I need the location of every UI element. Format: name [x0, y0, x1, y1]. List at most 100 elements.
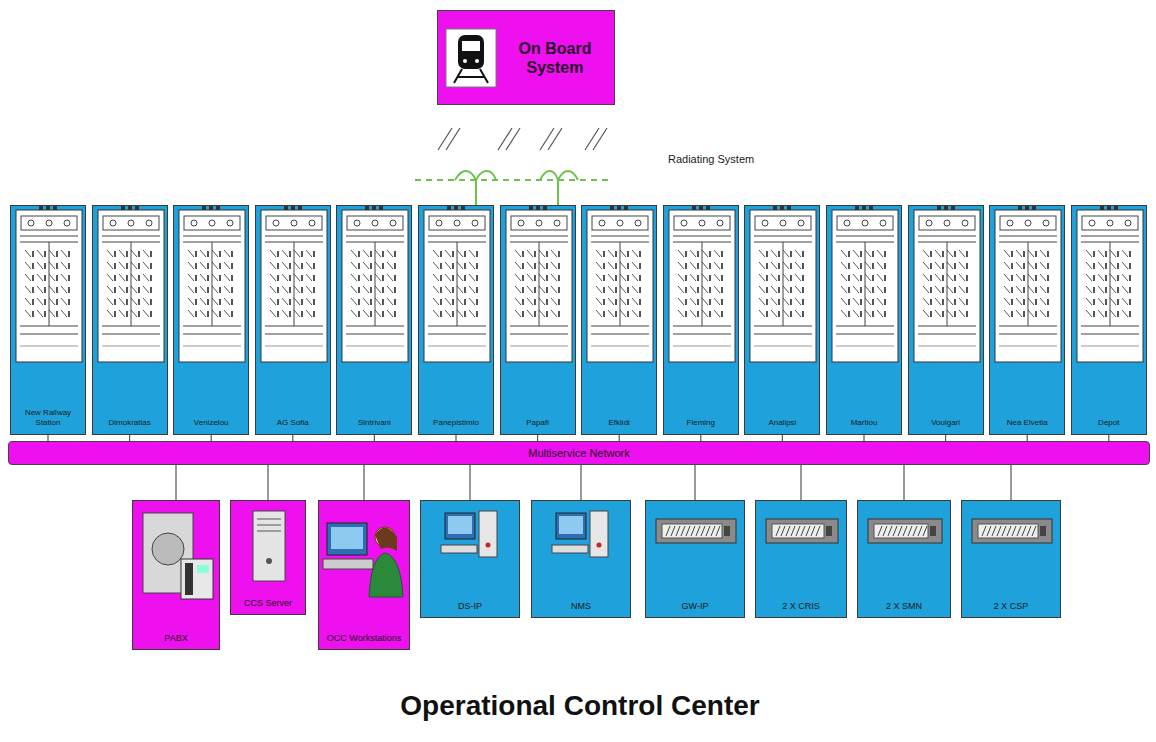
train-icon — [446, 29, 496, 87]
rack-drawing — [16, 206, 82, 362]
radio-waves — [438, 128, 607, 150]
icon — [664, 206, 740, 366]
icon — [11, 206, 87, 366]
diagram-title: Operational Control Center — [400, 690, 759, 722]
rack-drawing — [342, 206, 408, 362]
node-label: Panepistimio — [422, 416, 490, 430]
icon — [532, 501, 632, 581]
station-rack: Dimokratias — [92, 205, 168, 435]
node-label: 2 X CRIS — [782, 601, 820, 612]
node-label: Nea Elvetia — [993, 416, 1061, 430]
icon — [133, 501, 221, 611]
node-label: Papafi — [504, 416, 572, 430]
rack-drawing — [424, 206, 490, 362]
station-rack: Martiou — [826, 205, 902, 435]
station-rack: Sintrivani — [336, 205, 412, 435]
station-rack: New Railway Station — [10, 205, 86, 435]
rack-drawing — [98, 206, 164, 362]
station-rack: Nea Elvetia — [989, 205, 1065, 435]
network-link — [580, 465, 581, 500]
station-rack: Analipsi — [744, 205, 820, 435]
icon — [337, 206, 413, 366]
node-label: Depot — [1075, 416, 1143, 430]
network-link — [694, 465, 695, 500]
icon — [582, 206, 658, 366]
station-rack: Fleming — [663, 205, 739, 435]
icon — [93, 206, 169, 366]
leaky-cable — [415, 179, 612, 181]
icon — [231, 501, 307, 591]
equipment-icon — [766, 519, 838, 543]
node-label: Voulgari — [912, 416, 980, 430]
equipment-icon — [656, 519, 736, 543]
icon — [319, 501, 411, 611]
station-rack: Papafi — [500, 205, 576, 435]
rack-drawing — [832, 206, 898, 362]
operator-icon — [323, 523, 403, 597]
equipment-box: 2 X CSP — [961, 500, 1061, 618]
node-label: Multiservice Network — [528, 447, 629, 460]
node-label: Fleming — [667, 416, 735, 430]
node-label: Martiou — [830, 416, 898, 430]
network-link — [175, 465, 176, 500]
rack-drawing — [995, 206, 1061, 362]
computer-box: DS-IP — [420, 500, 520, 618]
station-rack: Efklidi — [581, 205, 657, 435]
pabx-icon — [143, 513, 213, 599]
icon — [174, 206, 250, 366]
network-link — [1010, 465, 1011, 500]
onboard-box: On Board System — [437, 10, 615, 105]
network-link — [903, 465, 904, 500]
network-link — [469, 465, 470, 500]
node-label: Dimokratias — [96, 416, 164, 430]
station-rack: Depot — [1071, 205, 1147, 435]
icon — [421, 501, 521, 581]
station-rack: Panepistimio — [418, 205, 494, 435]
rack-drawing — [261, 206, 327, 362]
rack-drawing — [587, 206, 653, 362]
computer-icon — [552, 511, 608, 557]
rack-drawing — [669, 206, 735, 362]
node-label: Sintrivani — [340, 416, 408, 430]
icon — [646, 501, 746, 561]
node-label: Venizelou — [177, 416, 245, 430]
server-box: CCS Server — [230, 500, 306, 615]
network-link — [267, 465, 268, 500]
annotation: Radiating System — [668, 153, 754, 165]
station-rack: Venizelou — [173, 205, 249, 435]
rack-drawing — [914, 206, 980, 362]
node-label: OCC Workstations — [327, 633, 401, 644]
node-label: AG Sofia — [259, 416, 327, 430]
antenna-feeds — [455, 171, 578, 205]
node-label: DS-IP — [458, 601, 482, 612]
icon — [827, 206, 903, 366]
icon — [501, 206, 577, 366]
icon — [438, 11, 502, 106]
rack-drawing — [1077, 206, 1143, 362]
equipment-box: GW-IP — [645, 500, 745, 618]
computer-box: NMS — [531, 500, 631, 618]
network-bar: Multiservice Network — [8, 441, 1150, 465]
rack-drawing — [750, 206, 816, 362]
icon — [1072, 206, 1148, 366]
icon — [909, 206, 985, 366]
node-label: 2 X CSP — [994, 601, 1029, 612]
node-label: NMS — [571, 601, 591, 612]
equipment-box: 2 X CRIS — [755, 500, 847, 618]
icon — [858, 501, 952, 561]
computer-icon — [441, 511, 497, 557]
equipment-box: 2 X SMN — [857, 500, 951, 618]
workstation-box: OCC Workstations — [318, 500, 410, 650]
network-link — [363, 465, 364, 500]
network-link — [800, 465, 801, 500]
node-label: PABX — [164, 633, 187, 644]
node-label: Efklidi — [585, 416, 653, 430]
equipment-icon — [972, 519, 1052, 543]
icon — [990, 206, 1066, 366]
node-label: On Board System — [502, 39, 608, 77]
icon — [419, 206, 495, 366]
node-label: New Railway Station — [14, 406, 82, 430]
icon — [256, 206, 332, 366]
rack-drawing — [179, 206, 245, 362]
server-icon — [253, 511, 285, 581]
